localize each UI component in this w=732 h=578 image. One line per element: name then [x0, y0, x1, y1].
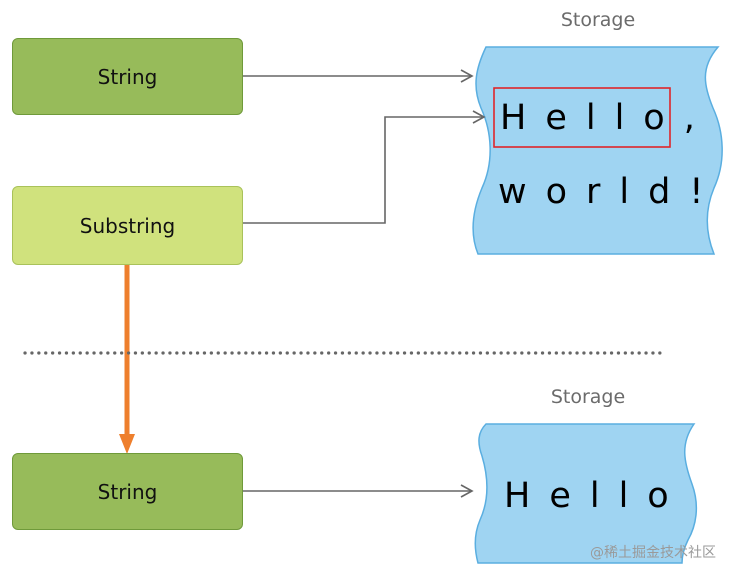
storage-top-line1: Hello, — [500, 98, 714, 138]
storage-bottom-shape — [474, 423, 698, 564]
substring-box-label: Substring — [79, 213, 176, 238]
substring-highlight-rect — [493, 87, 671, 148]
string-box-top: String — [12, 38, 243, 115]
storage-top-caption: Storage — [560, 9, 636, 31]
storage-bottom-caption: Storage — [550, 386, 626, 408]
substring-box: Substring — [12, 186, 243, 265]
storage-top-shape — [472, 46, 723, 255]
string-box-bottom-label: String — [97, 479, 158, 504]
watermark-text: @稀土掘金技术社区 — [590, 545, 716, 561]
storage-bottom-text: Hello — [504, 476, 688, 516]
string-box-bottom: String — [12, 453, 243, 530]
string-box-top-label: String — [97, 64, 158, 89]
storage-top-line2: world! — [498, 172, 723, 212]
arrow-substring-to-storage — [243, 110, 486, 224]
